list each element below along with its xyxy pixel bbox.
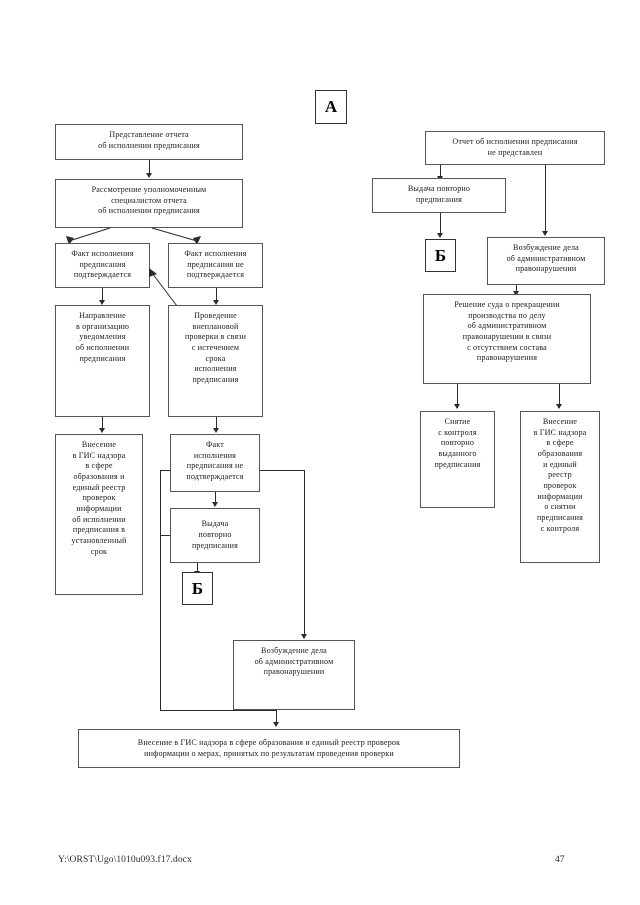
arrowhead-n14-n15 — [513, 291, 519, 296]
arrowhead-n5-n7 — [99, 428, 105, 433]
edge-n2-n4 — [151, 227, 201, 245]
arrowhead-n13-marker-b — [437, 233, 443, 238]
edge-n9-left-stub — [160, 535, 170, 536]
arrowhead-n10-n11 — [273, 722, 279, 727]
arrowhead-n8-n9 — [212, 502, 218, 507]
marker-b-right-label: Б — [434, 245, 447, 265]
marker-a: А — [315, 90, 347, 124]
edge-n14-n15 — [516, 285, 517, 294]
edge-n6-n3-feedback — [149, 268, 178, 307]
edge-n3-n5 — [102, 288, 103, 302]
arrowhead-n3-n5 — [99, 300, 105, 305]
edge-n8-right-stub — [260, 470, 304, 471]
marker-b-left-label: Б — [191, 578, 204, 598]
arrowhead-n15-n16 — [454, 404, 460, 409]
marker-a-label: А — [324, 97, 338, 116]
arrowhead-n4-n6 — [213, 300, 219, 305]
node-label: Внесение в ГИС надзора в сфере образован… — [137, 737, 401, 758]
edge-right-drop-to-n10 — [304, 470, 305, 636]
edge-n10-n11 — [276, 710, 277, 724]
arrowhead-n1-n2 — [146, 173, 152, 178]
arrowhead-to-n10 — [301, 634, 307, 639]
node-vnesenie-gis-o-merah: Внесение в ГИС надзора в сфере образован… — [78, 729, 460, 768]
edge-n8-n9 — [215, 492, 216, 504]
edge-n12-n13 — [440, 165, 441, 178]
footer-page-number: 47 — [555, 855, 565, 865]
edge-n8-left-stub — [160, 470, 170, 471]
arrowhead-n6-n8 — [213, 428, 219, 433]
edge-n1-n2 — [149, 160, 150, 175]
edge-n5-n7 — [102, 417, 103, 430]
edge-n15-n16 — [457, 384, 458, 408]
edge-n2-n3 — [66, 227, 111, 245]
footer-file-path: Y:\ORST\Ugo\1010u093.f17.docx — [58, 855, 192, 865]
arrowhead-n15-n17 — [556, 404, 562, 409]
edge-n4-n6 — [216, 288, 217, 302]
edge-n9-marker-b-left — [197, 563, 198, 573]
marker-b-right: Б — [425, 239, 456, 272]
edge-n15-n17 — [559, 384, 560, 408]
edge-n13-marker-b-right — [440, 213, 441, 235]
edge-n6-n8 — [216, 417, 217, 430]
edge-left-to-bottom — [160, 710, 276, 711]
arrowhead-n12-n14 — [542, 231, 548, 236]
edge-n12-n14 — [545, 165, 546, 233]
edge-left-riser — [160, 470, 161, 711]
marker-b-left: Б — [182, 572, 213, 605]
